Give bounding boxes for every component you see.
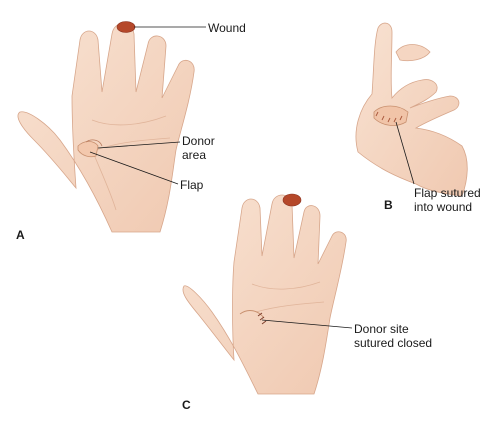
label-donor-area-line2: area bbox=[182, 148, 207, 162]
hand-b bbox=[355, 22, 468, 197]
hand-c bbox=[182, 193, 347, 395]
hand-c-crease-2 bbox=[255, 301, 325, 313]
leader-flap bbox=[89, 151, 179, 185]
hand-c-sutures bbox=[257, 312, 267, 325]
label-wound: Wound bbox=[208, 21, 246, 35]
panel-label-c: C bbox=[182, 398, 191, 412]
hand-b-flap bbox=[373, 105, 409, 126]
panel-label-a: A bbox=[16, 228, 25, 242]
hand-c-closed-site bbox=[239, 310, 265, 319]
label-donor-site-line2: sutured closed bbox=[354, 336, 433, 350]
hand-a-crease-1 bbox=[91, 115, 167, 126]
leader-donor-area bbox=[97, 141, 181, 149]
label-flap-sutured-line1: Flap sutured bbox=[414, 186, 481, 200]
leader-donor-site bbox=[261, 319, 353, 329]
label-flap: Flap bbox=[180, 178, 204, 192]
label-donor-area-line1: Donor bbox=[182, 134, 215, 148]
hand-c-crease-1 bbox=[251, 281, 321, 290]
hand-b-finger-over bbox=[395, 44, 431, 62]
hand-a-wound bbox=[116, 21, 136, 33]
hand-c-silhouette bbox=[182, 194, 347, 395]
label-donor-site-line1: Donor site bbox=[354, 322, 409, 336]
hand-a-donor-area bbox=[85, 139, 103, 147]
hand-a-silhouette bbox=[17, 23, 195, 233]
hand-c-wound bbox=[282, 193, 302, 207]
leader-flap-sutured bbox=[395, 121, 415, 185]
hand-b-sutures bbox=[375, 111, 403, 123]
label-flap-sutured-line2: into wound bbox=[414, 200, 473, 214]
leader-lines bbox=[89, 26, 415, 329]
panel-label-b: B bbox=[384, 198, 393, 212]
hand-b-silhouette bbox=[355, 22, 468, 197]
hand-a bbox=[17, 21, 195, 233]
